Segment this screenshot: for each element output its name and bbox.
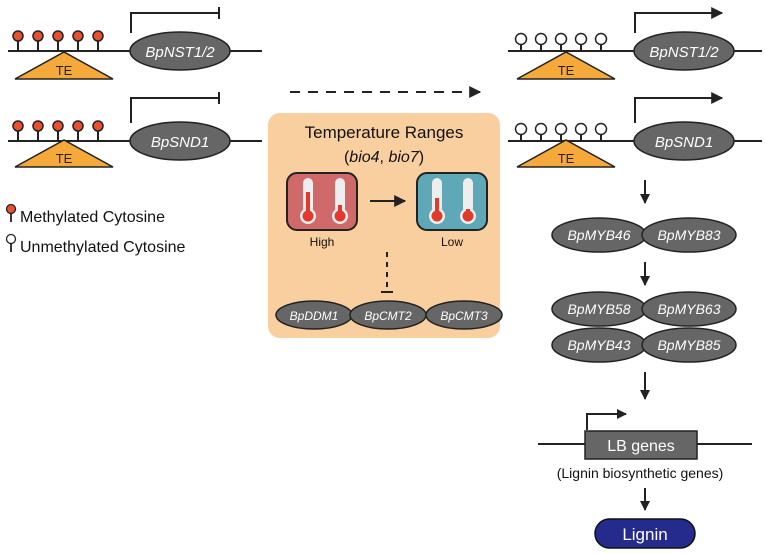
te-triangle xyxy=(516,51,616,80)
myb-ellipse xyxy=(641,217,737,253)
enzyme-ellipse xyxy=(425,300,503,330)
thermometer-icon xyxy=(300,178,316,224)
gene-ellipse xyxy=(633,121,735,161)
box-subtitle: (bio4, bio7) xyxy=(344,149,424,166)
gene-label-bpsnd1: BpSND1 xyxy=(151,134,209,151)
gene-ellipse xyxy=(129,31,231,71)
enzyme-bpcmt3: BpCMT3 xyxy=(440,309,488,323)
myb-row-1: BpMYB46 BpMYB83 xyxy=(551,217,737,253)
te-triangle xyxy=(14,51,114,80)
active-tss xyxy=(634,7,724,33)
gene-bpmyb63: BpMYB63 xyxy=(657,301,720,317)
temperature-box: Temperature Ranges (bio4, bio7) High xyxy=(268,113,503,338)
unmethylated-lollipops xyxy=(514,122,608,141)
myb-ellipse xyxy=(641,327,737,363)
gene-bpmyb43: BpMYB43 xyxy=(567,337,630,353)
thermometer-icon xyxy=(332,178,348,224)
gene-bpmyb85: BpMYB85 xyxy=(657,337,720,353)
enzyme-bpddm1: BpDDM1 xyxy=(290,309,339,323)
thermometer-icon xyxy=(460,178,476,224)
gene-bpmyb46: BpMYB46 xyxy=(567,227,630,243)
myb-row-2: BpMYB58 BpMYB63 xyxy=(551,291,737,327)
legend-methylated: Methylated Cytosine xyxy=(20,209,165,226)
lignin-node: Lignin xyxy=(594,518,696,549)
thermometer-icon xyxy=(429,178,445,224)
active-tss xyxy=(586,409,627,430)
left-bottom-locus: TE BpSND1 xyxy=(8,92,262,168)
gene-label-bpnst: BpNST1/2 xyxy=(145,44,215,61)
myb-row-3: BpMYB43 BpMYB85 xyxy=(551,327,737,363)
left-top-locus: TE BpNST1/2 xyxy=(8,7,262,80)
gene-bpmyb83: BpMYB83 xyxy=(657,227,720,243)
lb-genes-label: LB genes xyxy=(607,438,675,455)
te-triangle xyxy=(14,139,114,168)
gene-label-bpnst: BpNST1/2 xyxy=(649,44,719,61)
lb-genes-locus: LB genes (Lignin biosynthetic genes) xyxy=(538,409,752,481)
lb-genes-box xyxy=(584,430,698,460)
methylated-lollipops xyxy=(12,120,104,141)
low-label: Low xyxy=(441,235,463,249)
te-label: TE xyxy=(56,63,73,78)
high-label: High xyxy=(310,235,335,249)
gene-label-bpsnd1: BpSND1 xyxy=(655,134,713,151)
active-tss xyxy=(634,92,724,123)
lignin-label: Lignin xyxy=(622,525,667,544)
methylated-lollipops xyxy=(12,30,104,51)
repressed-tss xyxy=(130,7,220,33)
legend-unmethylated: Unmethylated Cytosine xyxy=(20,239,186,256)
te-label: TE xyxy=(56,151,73,166)
lb-genes-caption: (Lignin biosynthetic genes) xyxy=(557,465,724,481)
te-triangle xyxy=(516,139,616,168)
low-temperature-panel xyxy=(416,172,488,231)
box-title: Temperature Ranges xyxy=(305,123,464,142)
repressed-tss xyxy=(130,92,220,123)
unmethylated-icon xyxy=(5,233,17,245)
legend: Methylated Cytosine Unmethylated Cytosin… xyxy=(5,203,186,256)
gene-ellipse xyxy=(129,121,231,161)
right-top-locus: TE BpNST1/2 xyxy=(508,7,762,80)
right-bottom-locus: TE BpSND1 xyxy=(508,92,762,168)
te-label: TE xyxy=(558,63,575,78)
te-label: TE xyxy=(558,151,575,166)
methylated-icon xyxy=(5,203,17,215)
enzyme-bpcmt2: BpCMT2 xyxy=(364,309,412,323)
gene-bpmyb58: BpMYB58 xyxy=(567,301,630,317)
gene-ellipse xyxy=(633,31,735,71)
unmethylated-lollipops xyxy=(514,32,608,51)
myb-ellipse xyxy=(641,291,737,327)
high-temperature-panel xyxy=(286,172,358,231)
